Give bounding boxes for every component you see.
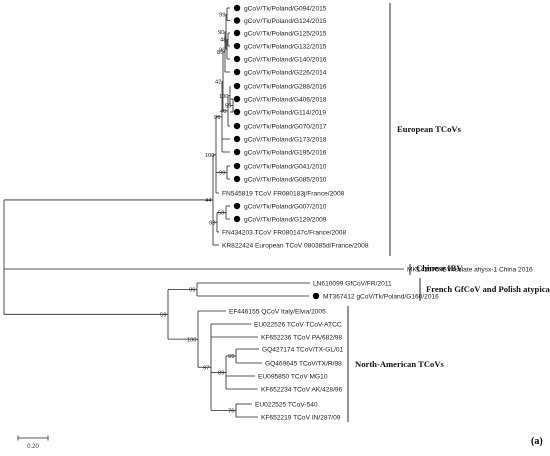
bootstrap-value: 76 — [228, 409, 234, 415]
clade-label: Chinese IBV — [416, 263, 463, 273]
taxon-label: KR822424 European TCoV 080385d/France/20… — [222, 242, 369, 249]
clade-label: European TCoVs — [397, 124, 462, 134]
taxon-label: gCoV/Tk/Poland/G226/2014 — [244, 69, 327, 76]
filled-circle-icon — [233, 4, 241, 12]
filled-circle-icon — [233, 42, 241, 50]
taxon-label: gCoV/Tk/Poland/G129/2009 — [244, 216, 327, 223]
taxon-label: gCoV/Tk/Poland/G132/2015 — [244, 43, 327, 50]
taxon-label: FN434203 TCoV FR080147c/France/2008 — [222, 229, 346, 236]
filled-circle-icon — [312, 292, 320, 300]
bootstrap-value: 98 — [209, 220, 215, 226]
bootstrap-value: 58 — [218, 211, 224, 217]
filled-circle-icon — [233, 122, 241, 130]
taxon-label: gCoV/Tk/Poland/G406/2018 — [244, 96, 327, 103]
bootstrap-value: 85 — [217, 50, 223, 56]
taxon-label: gCoV/Tk/Poland/G124/2015 — [244, 18, 327, 25]
taxon-label: FN545819 TCoV FR080183j/France/2008 — [222, 190, 345, 197]
bootstrap-value: 90 — [218, 30, 224, 36]
panel-label: (a) — [531, 436, 543, 447]
filled-circle-icon — [233, 162, 241, 170]
bootstrap-value: 99 — [219, 12, 225, 18]
filled-circle-icon — [233, 135, 241, 143]
taxon-label: MT367412 gCoV/Tk/Poland/G160/2016 — [323, 293, 439, 300]
taxon-label: GQ427174 TCoV/TX-GL/01 — [262, 346, 344, 353]
taxon-label: gCoV/Tk/Poland/G041/2010 — [244, 163, 327, 170]
taxon-label: MK142676 IBV isolate ahysx-1 China 2016 — [407, 266, 533, 273]
taxon-label: LN610099 GfCoV/FR/2011 — [313, 280, 392, 287]
filled-circle-icon — [233, 202, 241, 210]
taxon-label: EU095850 TCoV MG10 — [258, 373, 328, 380]
taxon-label: gCoV/Tk/Poland/G114/2019 — [244, 109, 326, 116]
clade-label: French GfCoV and Polish atypical TCoV — [426, 284, 550, 294]
taxon-label: gCoV/Tk/Poland/G094/2015 — [244, 5, 327, 12]
taxon-label: gCoV/Tk/Poland/G173/2018 — [244, 136, 327, 143]
filled-circle-icon — [233, 148, 241, 156]
taxon-label: KF652234 TCoV AK/428/96 — [261, 386, 343, 393]
bootstrap-value: 100 — [187, 337, 197, 343]
scale-bar-label: 0.20 — [27, 444, 39, 450]
filled-circle-icon — [233, 108, 241, 116]
taxon-label: KF652236 TCoV PA/682/98 — [261, 334, 342, 341]
filled-circle-icon — [233, 175, 241, 183]
filled-circle-icon — [233, 95, 241, 103]
clade-label: North-American TCoVs — [355, 359, 445, 369]
taxon-label: gCoV/Tk/Poland/G007/2010 — [244, 203, 327, 210]
bootstrap-value: 59 — [160, 313, 166, 319]
taxon-label: gCoV/Tk/Poland/G195/2016 — [244, 149, 327, 156]
filled-circle-icon — [233, 215, 241, 223]
bootstrap-value: 48 — [220, 38, 226, 44]
filled-circle-icon — [233, 29, 241, 37]
filled-circle-icon — [233, 68, 241, 76]
taxon-label: gCoV/Tk/Poland/G070/2017 — [244, 123, 327, 130]
taxon-label: KF652219 TCoV IN/287/09 — [261, 414, 341, 421]
taxon-label: EF446155 QCoV Italy/Elvia/2005 — [229, 308, 326, 315]
filled-circle-icon — [233, 17, 241, 24]
bootstrap-value: 100 — [205, 153, 215, 159]
bootstrap-value: 55 — [225, 104, 231, 110]
taxon-label: GQ469645 TCoV/TX/R/98 — [265, 360, 342, 367]
bootstrap-value: 99 — [219, 171, 225, 177]
bootstrap-value: 40 — [220, 109, 226, 115]
bootstrap-value: 42 — [215, 80, 221, 86]
bootstrap-value: 99 — [228, 354, 234, 360]
bootstrap-value: 100 — [219, 94, 229, 100]
taxon-label: gCoV/Tk/Poland/G085/2010 — [244, 176, 327, 183]
bootstrap-value: 44 — [205, 198, 212, 204]
taxon-label: gCoV/Tk/Poland/G288/2016 — [244, 83, 327, 90]
taxon-label: gCoV/Tk/Poland/G140/2016 — [244, 56, 327, 63]
bootstrap-value: 96 — [214, 115, 220, 121]
bootstrap-value: 89 — [218, 371, 224, 377]
bootstrap-value: 99 — [189, 288, 195, 294]
taxon-label: gCoV/Tk/Poland/G125/2015 — [244, 30, 327, 37]
filled-circle-icon — [233, 55, 241, 63]
bootstrap-value: 96 — [219, 47, 225, 53]
taxon-label: EU022525 TCoV-540 — [255, 401, 318, 408]
bootstrap-value: 97 — [203, 365, 209, 371]
filled-circle-icon — [233, 82, 241, 90]
taxon-label: EU022526 TCoV TCoV-ATCC — [254, 321, 342, 328]
